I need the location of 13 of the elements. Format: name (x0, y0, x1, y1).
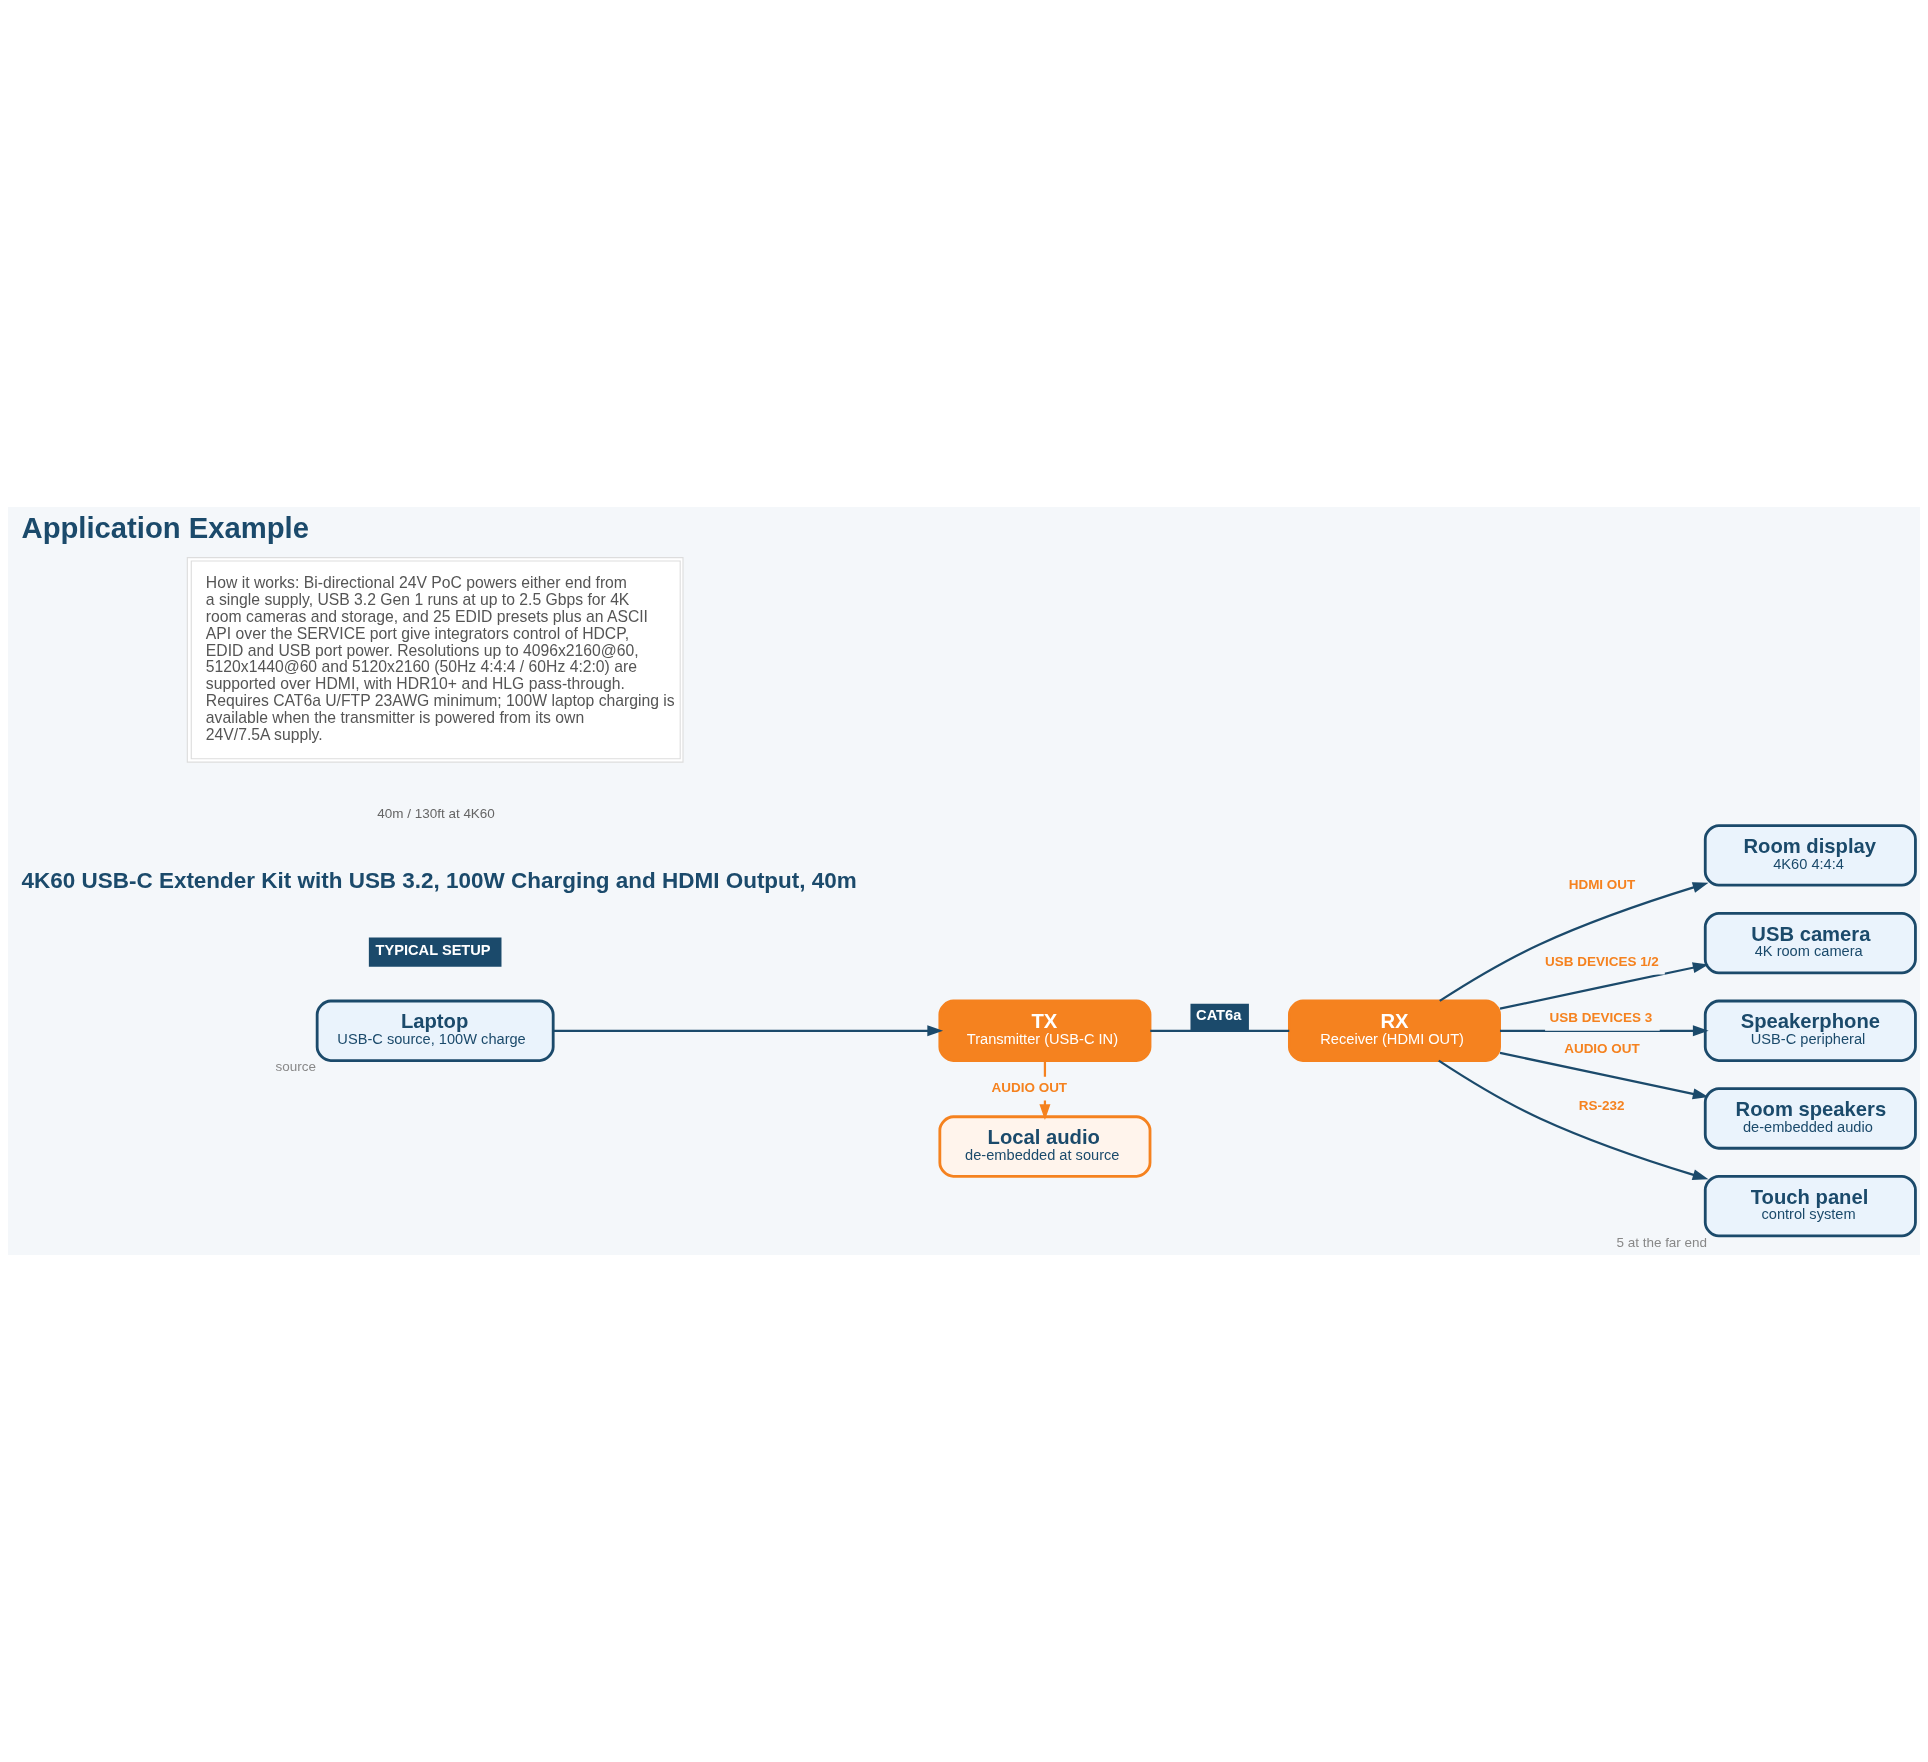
diagram-title: Application Example (21, 512, 309, 545)
edge-label: USB DEVICES 3 (1549, 1009, 1653, 1025)
node-label: source (275, 1059, 317, 1075)
edge-label: RS-232 (1578, 1097, 1625, 1113)
label: How it works: Bi-directional 24V PoC powers either end from a single supply, USB 3.2 Gen 1 runs at up to 2.5 Gbps for 4K room cameras and storage, and 25 EDID presets plus an ASCII API over the SERVICE port give integrators control of HDCP, EDID and USB port power. Resolutions up to 4096x2160@60, 5120x1440@60 and 5120x2160 (50Hz 4:4:4 / 60Hz 4:2:0) are supported over HDMI, with HDR10+ and HLG pass-through. Requires CAT6a U/FTP 23AWG minimum; 100W laptop charging is available when the transmitter is powered from its own 24V/7.5A supply. (205, 574, 675, 743)
edge-label: HDMI OUT (1568, 877, 1636, 893)
edge-label: AUDIO OUT (1564, 1041, 1640, 1057)
label: 40m / 130ft at 4K60 (377, 806, 495, 822)
edge-label: CAT6a (1196, 1006, 1242, 1023)
label: TYPICAL SETUP (375, 941, 491, 958)
edge-label: USB DEVICES 1/2 (1545, 953, 1659, 969)
edge-label: AUDIO OUT (991, 1079, 1068, 1095)
label: 4K60 USB-C Extender Kit with USB 3.2, 100W Charging and HDMI Output, 40m (21, 868, 857, 894)
